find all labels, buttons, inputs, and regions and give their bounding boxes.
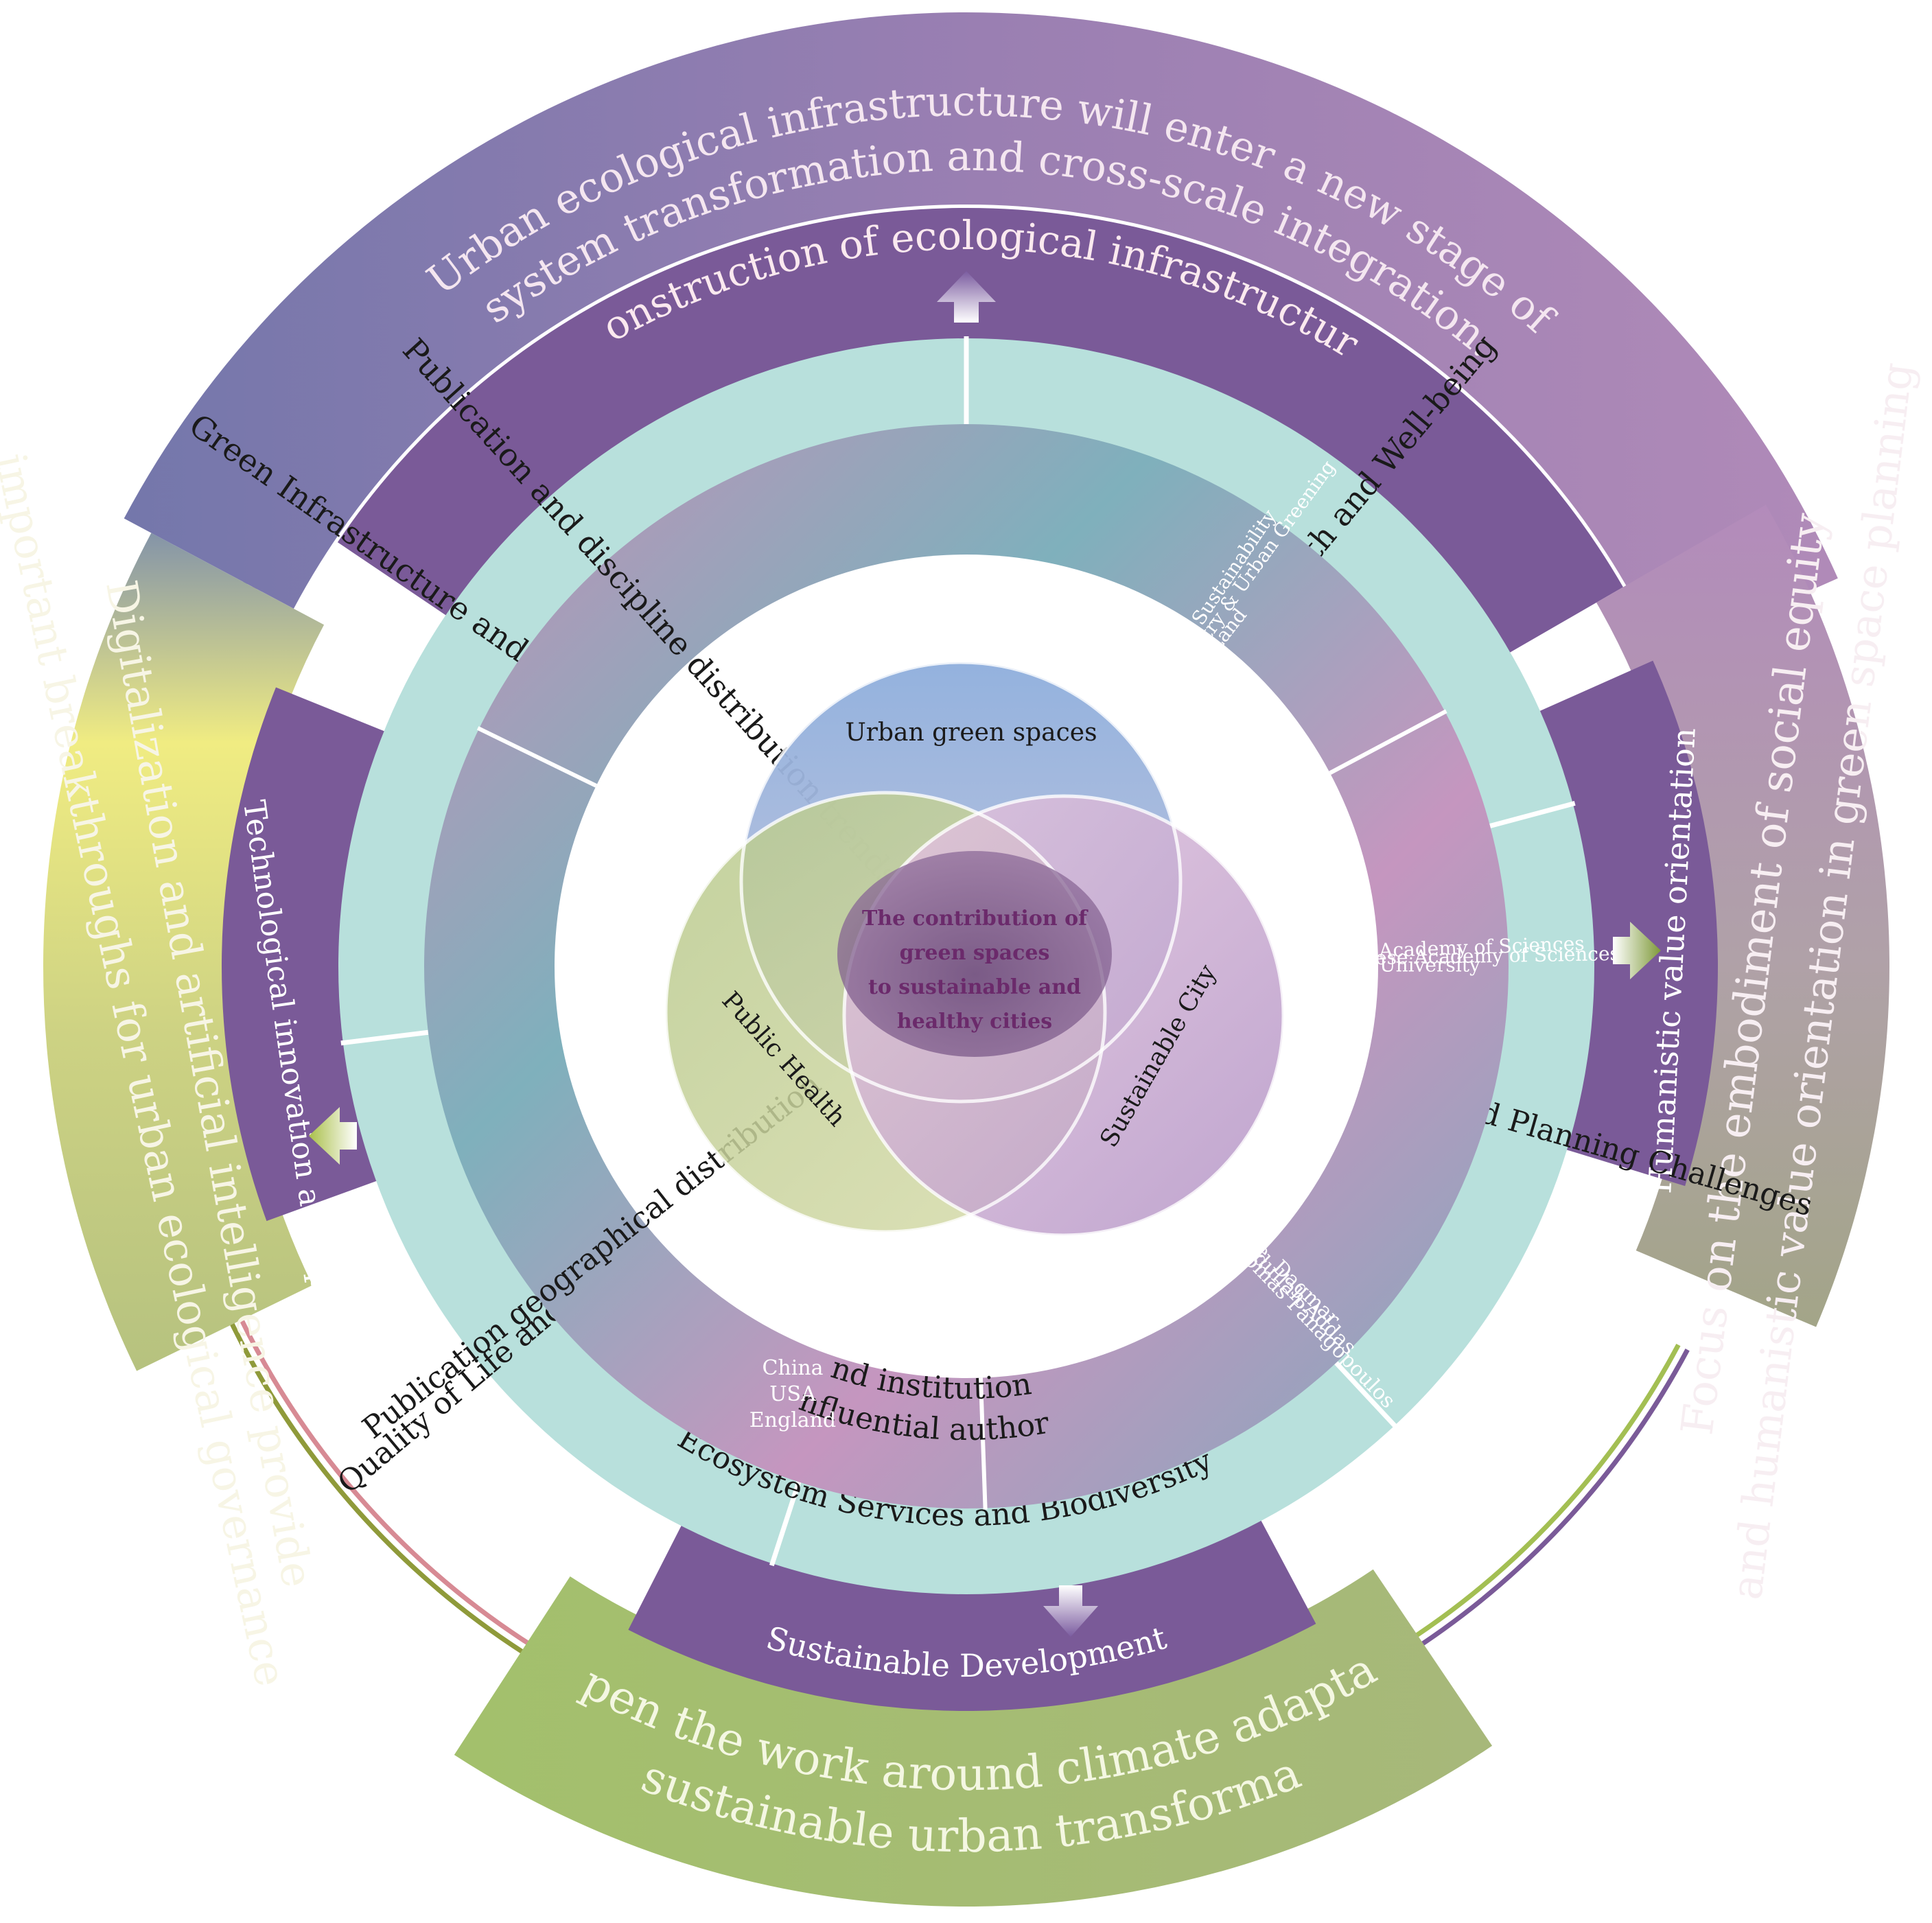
analysis-divider (1329, 709, 1447, 775)
ring-line-right-bottom (1368, 1343, 1681, 1667)
venn-center-line: healthy cities (897, 1010, 1052, 1034)
ring-line-right-bottom (1373, 1349, 1690, 1676)
statement-band (124, 12, 1838, 657)
venn-center (837, 851, 1112, 1057)
venn-center-line: to sustainable and (868, 975, 1081, 999)
venn-center-line: green spaces (900, 941, 1050, 965)
venn-outline (664, 791, 1107, 1234)
theme-band (337, 208, 1623, 658)
venn-outline (739, 660, 1183, 1104)
ring-line-left-bottom (218, 1297, 535, 1662)
arrow-up-icon (937, 271, 996, 323)
ring-line-left-bottom (227, 1293, 541, 1653)
arrow-right-icon (1613, 922, 1661, 979)
country-item: China (762, 1356, 823, 1380)
analysis-divider (476, 726, 598, 788)
arrow-down-icon (1043, 1585, 1098, 1637)
country-item: USA (769, 1382, 816, 1406)
theme-divider (769, 1481, 802, 1567)
country-item: England (749, 1408, 836, 1432)
theme-divider (340, 1029, 429, 1046)
analysis-divider (978, 1377, 988, 1510)
institution-item: Humboldt University (1276, 954, 1480, 977)
venn-center-line: The contribution of (862, 907, 1089, 931)
arrow-left-icon (309, 1107, 357, 1165)
venn-label-urban-green: Urban green spaces (845, 719, 1097, 747)
theme-divider (1334, 1361, 1398, 1429)
outer-section-top (124, 12, 1838, 658)
theme-divider (1489, 801, 1576, 828)
venn-outline (842, 794, 1285, 1237)
